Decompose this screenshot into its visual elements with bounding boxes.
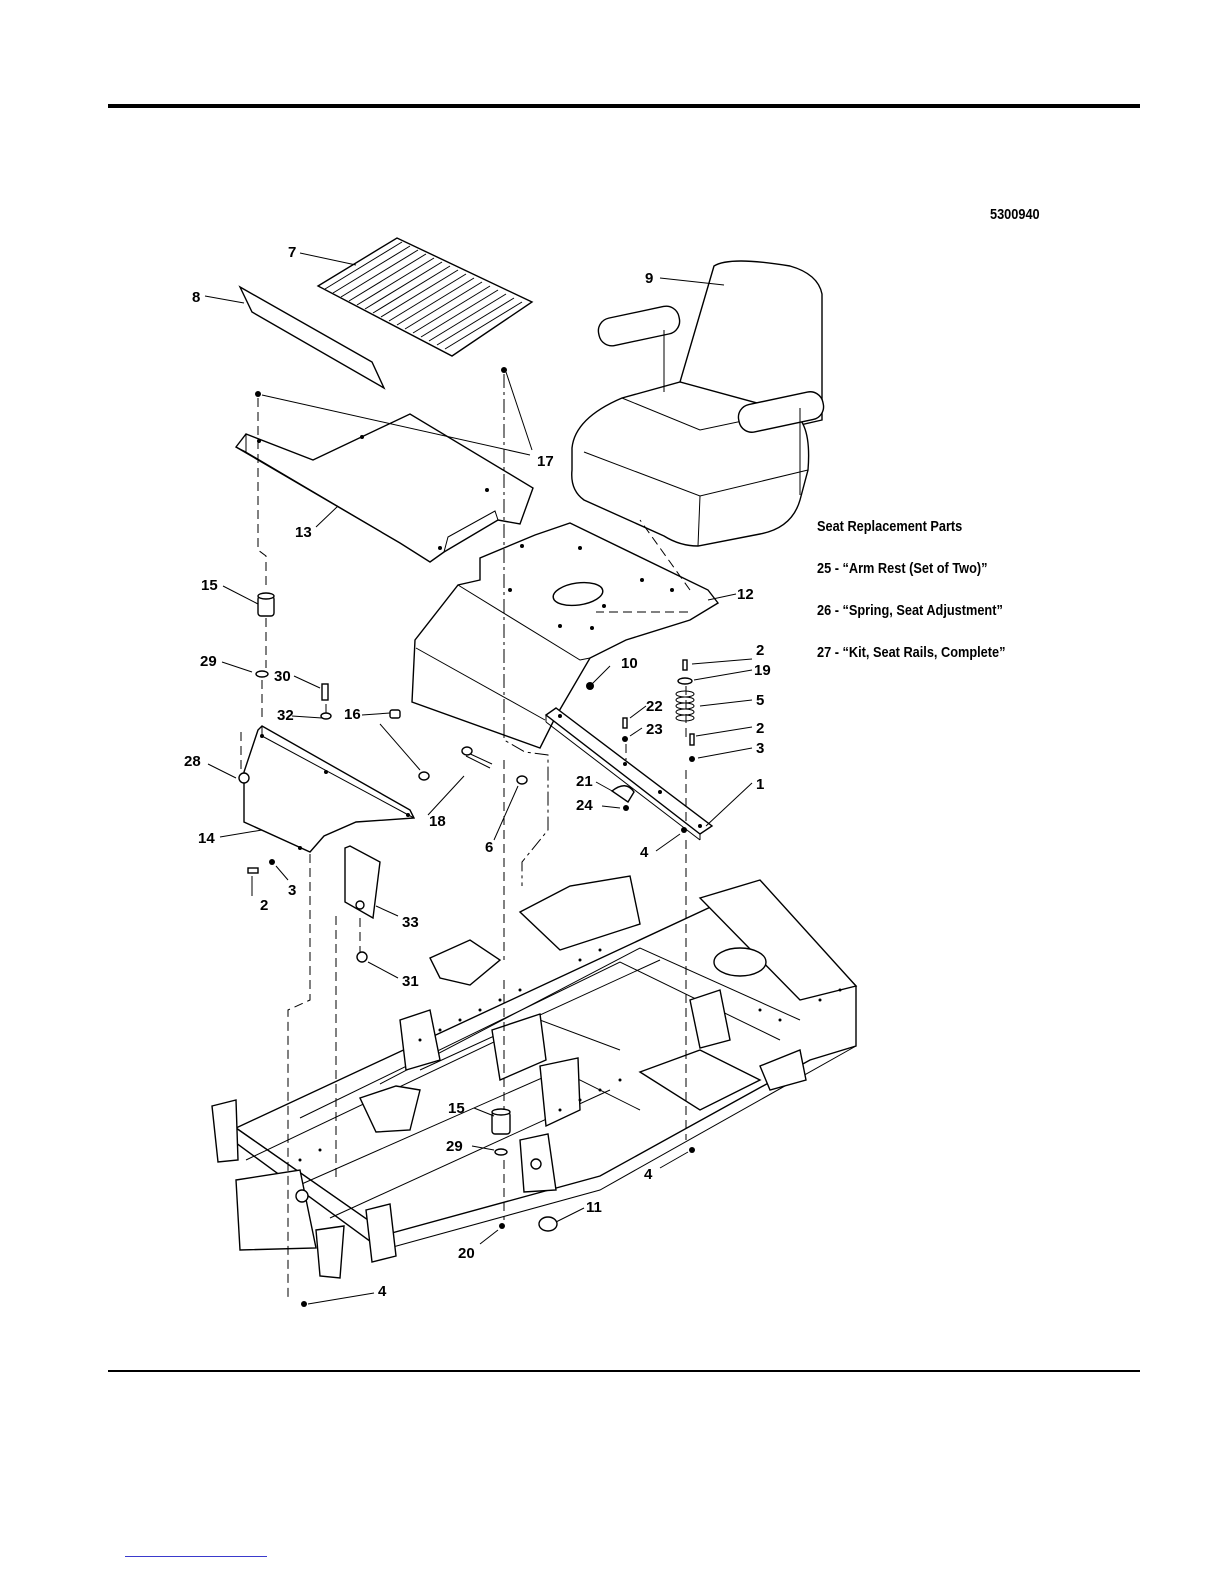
part-13-seat-pan xyxy=(236,414,533,562)
callout-14: 14 xyxy=(198,830,215,847)
part-1-rail-bracket xyxy=(546,708,712,840)
callout-13: 13 xyxy=(295,524,312,541)
callout-5: 5 xyxy=(756,692,764,709)
callout-11: 11 xyxy=(586,1199,602,1216)
callout-15b: 15 xyxy=(448,1100,465,1117)
callout-3a: 3 xyxy=(756,740,764,757)
callout-7: 7 xyxy=(288,244,296,261)
callout-17: 17 xyxy=(537,453,554,470)
callout-2a: 2 xyxy=(756,642,764,659)
part-18-bolt xyxy=(462,747,492,768)
callout-8: 8 xyxy=(192,289,200,306)
part-5-spring xyxy=(676,691,694,721)
callout-10: 10 xyxy=(621,655,638,672)
callout-28: 28 xyxy=(184,753,201,770)
callout-1: 1 xyxy=(756,776,764,793)
callout-33: 33 xyxy=(402,914,419,931)
callout-2c: 2 xyxy=(260,897,268,914)
callout-23: 23 xyxy=(646,721,663,738)
callout-4c: 4 xyxy=(378,1283,387,1300)
callout-3b: 3 xyxy=(288,882,296,899)
callout-21: 21 xyxy=(576,773,593,790)
callout-4b: 4 xyxy=(644,1166,653,1183)
callout-30: 30 xyxy=(274,668,291,685)
part-6-washer xyxy=(517,776,527,784)
callout-15a: 15 xyxy=(201,577,218,594)
callout-29a: 29 xyxy=(200,653,217,670)
callout-12: 12 xyxy=(737,586,754,603)
part-7-ribbed-pad xyxy=(318,238,532,356)
callout-24: 24 xyxy=(576,797,593,814)
callout-16: 16 xyxy=(344,706,361,723)
callout-29b: 29 xyxy=(446,1138,463,1155)
callout-9: 9 xyxy=(645,270,653,287)
callout-19: 19 xyxy=(754,662,771,679)
callout-18: 18 xyxy=(429,813,446,830)
tractor-frame xyxy=(212,876,856,1278)
callout-22: 22 xyxy=(646,698,663,715)
part-33-bracket xyxy=(345,846,380,962)
callout-31: 31 xyxy=(402,973,419,990)
part-15-isolator-top xyxy=(256,593,274,677)
callout-4a: 4 xyxy=(640,844,649,861)
callout-32: 32 xyxy=(277,707,294,724)
callout-20: 20 xyxy=(458,1245,475,1262)
part-14-side-bracket xyxy=(239,684,429,873)
callout-2b: 2 xyxy=(756,720,764,737)
callout-6: 6 xyxy=(485,839,493,856)
part-9-seat xyxy=(572,261,826,546)
